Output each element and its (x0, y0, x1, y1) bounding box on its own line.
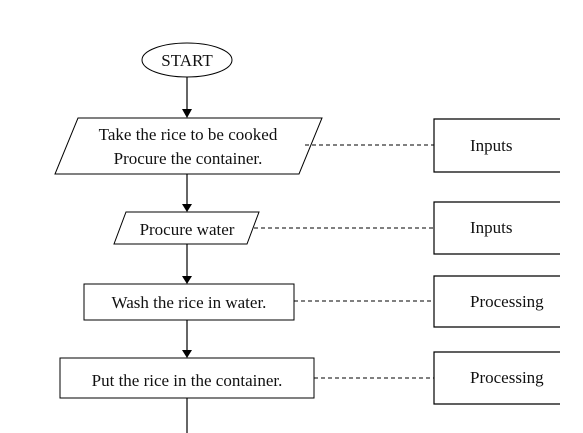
step1-input-shape (54, 117, 323, 175)
annotation4-label: Processing (470, 368, 544, 387)
annotation4-box (433, 351, 560, 405)
step3-line1: Wash the rice in water. (112, 293, 267, 312)
step2-line1: Procure water (140, 220, 235, 239)
annotation1-label: Inputs (470, 136, 513, 155)
arrowhead-step3 (182, 276, 192, 284)
arrowhead-step2 (182, 204, 192, 212)
annotation2-box (433, 201, 560, 255)
annotation3-box (433, 275, 560, 328)
step2-input-shape (113, 211, 260, 245)
annotation2-label: Inputs (470, 218, 513, 237)
start-label: START (161, 51, 213, 70)
annotation3-label: Processing (470, 292, 544, 311)
arrowhead-step1 (182, 109, 192, 118)
step3-process-shape (83, 283, 295, 321)
step4-line1: Put the rice in the container. (92, 371, 283, 390)
arrowhead-step4 (182, 350, 192, 358)
step1-line2: Procure the container. (114, 149, 263, 168)
step1-line1: Take the rice to be cooked (99, 125, 278, 144)
annotation1-box (433, 118, 560, 173)
